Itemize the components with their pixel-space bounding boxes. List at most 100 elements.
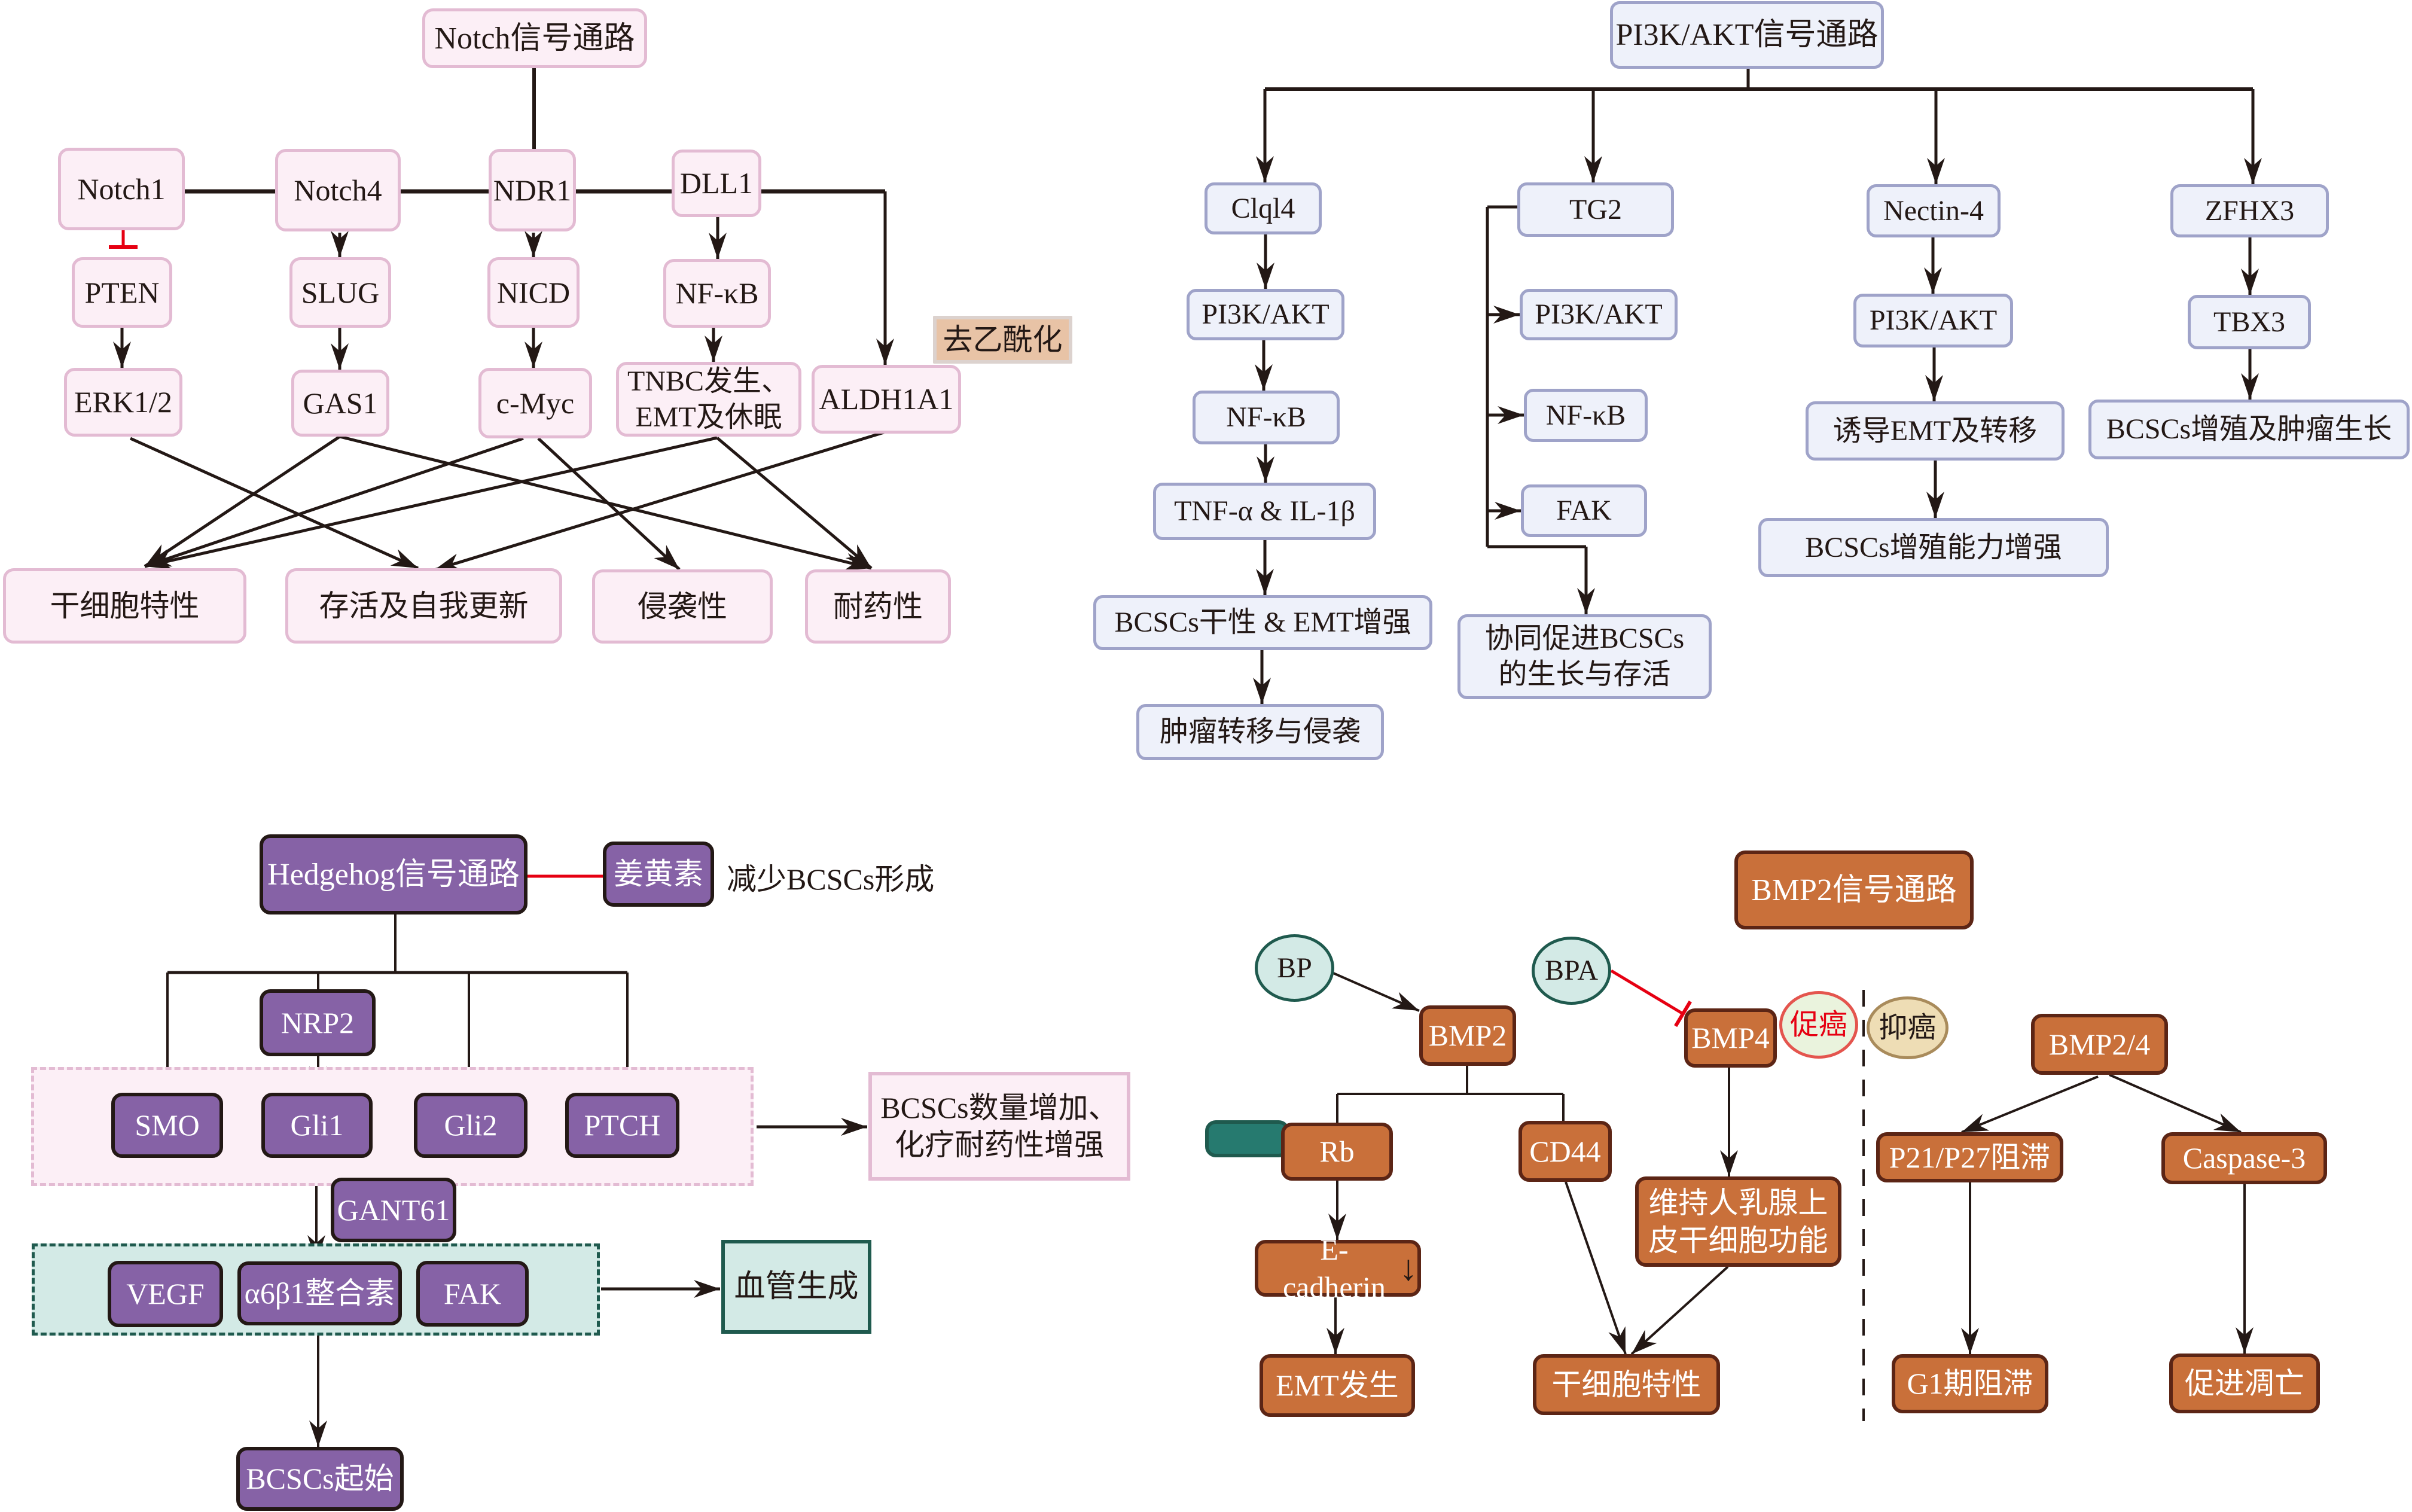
to-zfhx3-arrowhead <box>2244 158 2262 184</box>
group1-to-result-arrowhead <box>841 1118 867 1136</box>
gas1-to-stemness-arrowhead <box>145 544 172 566</box>
ptch-node: PTCH <box>565 1093 679 1158</box>
cmyc-to-invasion-line <box>537 437 681 571</box>
tg2-nfkb-node: NF-κB <box>1524 389 1648 442</box>
outcome-stemness: 干细胞特性 <box>3 568 246 644</box>
erk-to-survival-arrowhead <box>390 549 418 568</box>
notch-title: Notch信号通路 <box>422 8 647 68</box>
bcscs-tumor-growth-node: BCSCs增殖及肿瘤生长 <box>2088 400 2410 459</box>
angiogenesis-node: 血管生成 <box>721 1240 871 1334</box>
tnbc-to-stemness-line <box>144 436 718 568</box>
pten-node: PTEN <box>72 257 172 328</box>
cmyc-to-stemness-line <box>144 437 524 568</box>
bcscs-metastasis-arrowhead <box>1253 678 1271 704</box>
tnbc-to-resistance-arrowhead <box>845 544 871 568</box>
cmyc-node: c-Myc <box>478 368 592 438</box>
pi3k-title: PI3K/AKT信号通路 <box>1610 1 1884 69</box>
deacetylation-label: 去乙酰化 <box>933 316 1072 364</box>
clql4-nfkb-node: NF-κB <box>1193 391 1340 444</box>
p21-p27-node: P21/P27阻滞 <box>1876 1132 2063 1182</box>
zfhx3-node: ZFHX3 <box>2170 184 2329 237</box>
notch4-node: Notch4 <box>275 149 401 231</box>
tg2-to-synergy-arrowhead <box>1577 588 1595 614</box>
tnf-bcscs-arrowhead <box>1256 569 1274 595</box>
tg2-to-pi3k-arrowhead <box>1493 306 1520 324</box>
bpa-node: BPA <box>1532 937 1611 1005</box>
p21-to-g1-arrowhead <box>1961 1328 1979 1354</box>
bmp24-node: BMP2/4 <box>2031 1014 2168 1075</box>
pro-cancer-label: 促癌 <box>1779 991 1858 1059</box>
bpa-inhibits-bmp4-line <box>1610 969 1684 1016</box>
cmyc-to-invasion-arrowhead <box>654 545 679 569</box>
cd44-node: CD44 <box>1518 1121 1612 1182</box>
nfkb-link-arrowhead <box>709 233 727 259</box>
bp-to-bmp2-arrowhead <box>1391 992 1419 1011</box>
erk-to-survival-line <box>129 437 419 570</box>
tg2-to-fak-arrowhead <box>1495 502 1521 520</box>
caspase3-node: Caspase-3 <box>2161 1132 2327 1184</box>
gas1-link-arrowhead <box>331 343 349 370</box>
gas1-node: GAS1 <box>291 370 389 437</box>
nectin-pi3k-arrowhead <box>1924 267 1942 294</box>
clql4-node: Clql4 <box>1205 182 1322 234</box>
tg2-to-nfkb-arrowhead <box>1498 406 1524 424</box>
bmp4-node: BMP4 <box>1684 1008 1777 1068</box>
outcome-drug-resistance: 耐药性 <box>805 569 951 644</box>
cd44-to-stemness-arrowhead <box>1608 1326 1626 1354</box>
tnbc-link-arrowhead <box>705 336 722 362</box>
ecadherin-to-emt-arrowhead <box>1327 1328 1344 1354</box>
gli1-node: Gli1 <box>261 1093 373 1158</box>
tnbc-node: TNBC发生、 EMT及休眠 <box>616 362 801 437</box>
bcscs-initiation-node: BCSCs起始 <box>236 1447 404 1511</box>
slug-link-arrowhead <box>331 231 349 257</box>
mammary-to-stemness-arrowhead <box>1632 1330 1657 1354</box>
cd44-to-stemness-line <box>1565 1181 1627 1355</box>
ecadherin-label: E-cadherin <box>1282 1233 1386 1304</box>
emt-occurrence-node: EMT发生 <box>1260 1354 1415 1417</box>
outcome-invasiveness: 侵袭性 <box>592 569 773 644</box>
rb-binding-partner <box>1205 1120 1289 1157</box>
group2-to-angiogenesis-arrowhead <box>694 1280 720 1298</box>
nrp2-node: NRP2 <box>260 989 376 1056</box>
ecadherin-node: E-cadherin ↓ <box>1255 1233 1421 1304</box>
tnbc-to-stemness-arrowhead <box>145 551 173 569</box>
outcome-survival-self-renewal: 存活及自我更新 <box>285 568 562 644</box>
to-clql4-arrowhead <box>1256 156 1274 182</box>
stemness-node-bmp: 干细胞特性 <box>1533 1354 1720 1415</box>
bcscs-stemness-emt-node: BCSCs干性 & EMT增强 <box>1093 595 1432 650</box>
smo-node: SMO <box>111 1093 223 1158</box>
nicd-link-arrowhead <box>525 231 542 257</box>
to-nectin4-arrowhead <box>1927 158 1945 184</box>
ndr1-node: NDR1 <box>489 149 576 231</box>
bcscs-proliferation-node: BCSCs增殖能力增强 <box>1758 518 2109 577</box>
fak-node-hedgehog: FAK <box>416 1261 529 1327</box>
pi3k-nfkb-arrowhead <box>1255 364 1273 391</box>
emt-proliferation-arrowhead <box>1926 492 1944 518</box>
cmyc-link-arrowhead <box>525 342 542 368</box>
bmp24-to-p21-line <box>1961 1075 2099 1133</box>
nfkb-node-notch: NF-κB <box>663 259 771 328</box>
clql4-pi3k-arrowhead <box>1257 263 1274 289</box>
vegf-node: VEGF <box>108 1261 223 1327</box>
caspase-to-apoptosis-arrowhead <box>2236 1327 2254 1354</box>
nectin4-node: Nectin-4 <box>1867 184 2001 237</box>
hedgehog-title: Hedgehog信号通路 <box>260 834 527 914</box>
curcumin-node: 姜黄素 <box>603 842 714 907</box>
notch1-node: Notch1 <box>58 148 185 230</box>
nicd-node: NICD <box>487 257 580 328</box>
to-aldh1a1-arrowhead <box>876 339 894 365</box>
mammary-to-stemness-line <box>1630 1266 1729 1355</box>
emt-metastasis-node: 诱导EMT及转移 <box>1806 401 2065 461</box>
gas1-to-resistance-line <box>339 435 872 570</box>
tg2-pi3k-node: PI3K/AKT <box>1520 289 1678 340</box>
bmp24-to-caspase-arrowhead <box>2213 1113 2241 1132</box>
bp-to-bmp2-line <box>1326 969 1420 1012</box>
bp-node: BP <box>1255 934 1334 1002</box>
g1-arrest-node: G1期阻滞 <box>1892 1354 2048 1413</box>
rb-node: Rb <box>1281 1123 1393 1181</box>
bmp2-title: BMP2信号通路 <box>1734 850 1974 929</box>
dll1-node: DLL1 <box>672 150 761 217</box>
tnbc-to-resistance-line <box>716 437 873 569</box>
aldh-to-survival-line <box>434 431 885 572</box>
